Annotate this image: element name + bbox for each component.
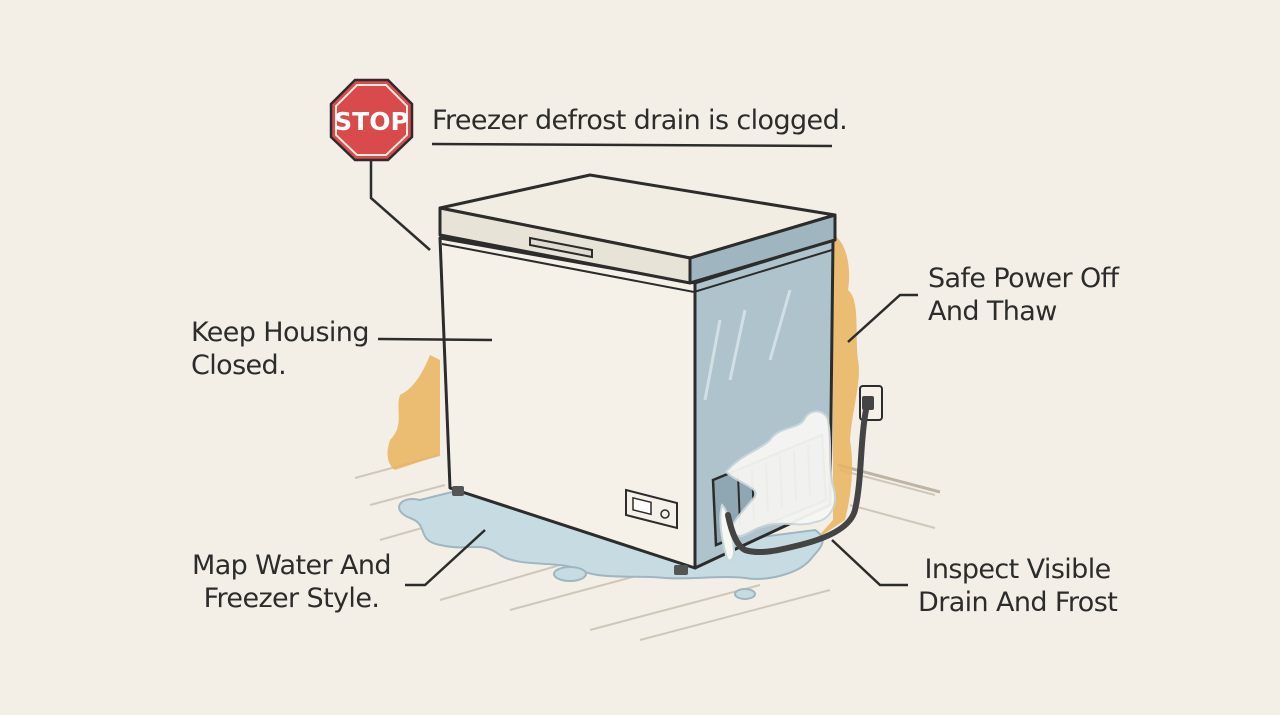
- callout-inspect-drain: Inspect Visible Drain And Frost: [918, 553, 1118, 619]
- leader-lines: [369, 142, 918, 587]
- baseboard: [837, 463, 941, 494]
- power-cord: [725, 407, 869, 556]
- leader-stop: [369, 160, 431, 251]
- floor-boards: [354, 454, 936, 641]
- callout-line: Map Water And: [192, 550, 391, 581]
- callout-keep-housing-closed: Keep Housing Closed.: [191, 316, 369, 382]
- freezer-lid-side: [688, 213, 837, 285]
- callout-line: Safe Power Off: [928, 263, 1119, 294]
- water-drop: [553, 566, 587, 582]
- callout-line: Closed.: [191, 350, 287, 381]
- water-drop: [734, 588, 756, 600]
- callout-map-water: Map Water And Freezer Style.: [192, 549, 391, 615]
- diagram-title: Freezer defrost drain is clogged.: [432, 105, 848, 136]
- leader-power: [847, 293, 918, 343]
- title-underline: [431, 142, 833, 148]
- callout-line: And Thaw: [928, 296, 1057, 327]
- wall-stain-right: [815, 235, 859, 540]
- callout-line: Inspect Visible: [924, 554, 1112, 585]
- freezer-foot: [452, 486, 464, 496]
- control-panel: [625, 488, 678, 530]
- side-shine: [703, 289, 792, 401]
- freezer-foot: [674, 565, 688, 575]
- callout-safe-power-off: Safe Power Off And Thaw: [928, 262, 1119, 328]
- frost-buildup: [724, 410, 836, 538]
- lid-handle: [529, 236, 593, 259]
- stop-sign: STOP: [329, 78, 414, 162]
- leader-inspect: [831, 539, 908, 587]
- callout-line: Freezer Style.: [203, 583, 380, 614]
- callout-line: Keep Housing: [191, 317, 369, 348]
- callout-line: Drain And Frost: [918, 587, 1118, 618]
- leader-keep-housing: [377, 337, 493, 342]
- leader-map: [405, 529, 486, 587]
- stop-sign-text: STOP: [334, 107, 409, 136]
- lid-seam: [441, 243, 833, 294]
- plug: [862, 396, 874, 410]
- wall-stain-left: [387, 355, 440, 470]
